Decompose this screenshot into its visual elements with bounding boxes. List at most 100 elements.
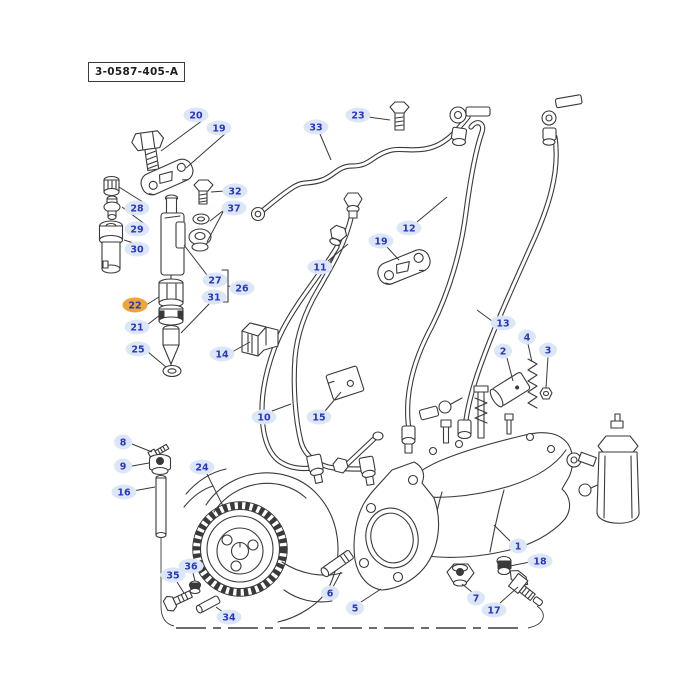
svg-text:2: 2	[500, 346, 507, 357]
part-label-32[interactable]: 32	[222, 183, 248, 199]
spring-4	[527, 358, 538, 409]
part-label-22-highlighted[interactable]: 22	[122, 297, 148, 313]
svg-text:30: 30	[130, 244, 144, 255]
part-label-37[interactable]: 37	[221, 200, 247, 216]
part-label-26[interactable]: 26	[229, 280, 255, 296]
part-label-10[interactable]: 10	[251, 409, 277, 425]
svg-text:24: 24	[195, 462, 209, 473]
part-number-box: 3-0587-405-A	[88, 62, 186, 82]
part-label-7[interactable]: 7	[467, 590, 485, 606]
part-label-34[interactable]: 34	[216, 609, 242, 625]
leader-line-5	[360, 588, 382, 603]
leader-line-17	[499, 586, 519, 604]
svg-text:37: 37	[227, 203, 240, 214]
svg-text:27: 27	[208, 275, 221, 286]
part-label-3[interactable]: 3	[539, 342, 557, 358]
svg-text:34: 34	[222, 612, 236, 623]
part-label-17[interactable]: 17	[481, 602, 507, 618]
part-label-27[interactable]: 27	[202, 272, 228, 288]
part-label-29[interactable]: 29	[124, 221, 150, 237]
nozzle-31	[162, 324, 180, 370]
bracket-plate-15	[325, 365, 365, 401]
part-label-13[interactable]: 13	[490, 315, 516, 331]
part-label-28[interactable]: 28	[124, 200, 150, 216]
part-label-20[interactable]: 20	[183, 107, 209, 123]
leader-line-35	[176, 581, 185, 594]
part-label-19[interactable]: 19	[368, 233, 394, 249]
leader-line-11	[327, 243, 349, 262]
svg-text:26: 26	[235, 283, 249, 294]
part-label-15[interactable]: 15	[306, 409, 332, 425]
part-label-21[interactable]: 21	[124, 319, 150, 335]
svg-text:9: 9	[120, 461, 127, 472]
part-label-12[interactable]: 12	[396, 220, 422, 236]
svg-text:3: 3	[545, 345, 552, 356]
injector-27	[160, 194, 186, 283]
part-label-2[interactable]: 2	[494, 343, 512, 359]
part-label-30[interactable]: 30	[124, 241, 150, 257]
leader-line-18	[509, 561, 531, 567]
svg-text:29: 29	[130, 224, 143, 235]
part-label-4[interactable]: 4	[518, 329, 536, 345]
part-label-5[interactable]: 5	[346, 600, 364, 616]
part-label-16[interactable]: 16	[111, 484, 137, 500]
leader-line-37	[209, 209, 225, 222]
bolt-35	[162, 590, 193, 612]
part-label-6[interactable]: 6	[321, 585, 339, 601]
part-label-24[interactable]: 24	[189, 459, 215, 475]
svg-text:28: 28	[130, 203, 144, 214]
svg-text:25: 25	[131, 344, 144, 355]
leader-line-19	[185, 132, 227, 169]
part-label-9[interactable]: 9	[114, 458, 132, 474]
part-label-25[interactable]: 25	[125, 341, 151, 357]
svg-text:4: 4	[524, 332, 531, 343]
leader-line-36	[192, 572, 196, 582]
adapter-29	[103, 195, 121, 221]
leader-line-7	[461, 583, 473, 593]
svg-text:16: 16	[117, 487, 131, 498]
part-label-33[interactable]: 33	[303, 119, 329, 135]
fuel-pipe-11	[294, 214, 362, 469]
bolt-32	[193, 179, 214, 205]
leader-line-2	[506, 357, 514, 382]
washers-37	[188, 213, 212, 252]
svg-text:32: 32	[228, 186, 241, 197]
svg-text:18: 18	[533, 556, 547, 567]
svg-text:23: 23	[351, 110, 364, 121]
fuel-pipe-33	[250, 117, 469, 222]
clamp-plate-19-right	[377, 249, 431, 285]
svg-text:1: 1	[515, 541, 522, 552]
part-label-36[interactable]: 36	[178, 558, 204, 574]
part-label-19[interactable]: 19	[206, 120, 232, 136]
part-label-35[interactable]: 35	[160, 567, 186, 583]
leader-line-6	[332, 571, 342, 588]
clamp-plate-19-left	[140, 158, 194, 196]
bolt-20-drawing	[131, 130, 165, 172]
sleeve-22	[158, 278, 184, 308]
part-label-1[interactable]: 1	[509, 538, 527, 554]
leader-line-31	[180, 302, 211, 334]
svg-text:20: 20	[189, 110, 203, 121]
part-label-8[interactable]: 8	[114, 434, 132, 450]
part-label-14[interactable]: 14	[209, 346, 235, 362]
svg-text:31: 31	[207, 292, 220, 303]
part-label-23[interactable]: 23	[345, 107, 371, 123]
part-label-11[interactable]: 11	[307, 259, 333, 275]
part-label-18[interactable]: 18	[527, 553, 553, 569]
part-label-31[interactable]: 31	[201, 289, 227, 305]
mounting-flange-5	[353, 461, 440, 591]
svg-text:12: 12	[402, 223, 415, 234]
nut-36	[188, 580, 202, 595]
svg-text:35: 35	[166, 570, 179, 581]
leader-line-25	[147, 351, 167, 368]
stud-6	[320, 549, 354, 578]
bolt-23	[389, 101, 410, 131]
seal-ring-21	[158, 304, 184, 326]
washer-25	[162, 364, 182, 378]
fitting-17	[508, 570, 544, 607]
leader-line-16	[132, 486, 156, 492]
svg-text:8: 8	[120, 437, 127, 448]
